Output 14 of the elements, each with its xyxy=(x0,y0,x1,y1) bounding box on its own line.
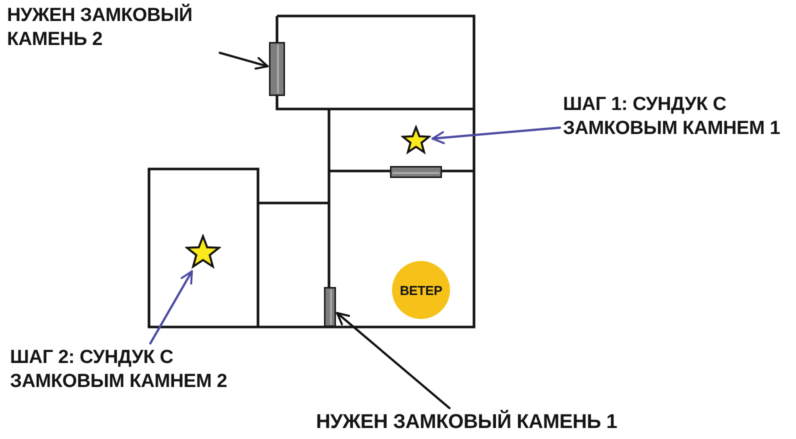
annotation-text: НУЖЕН ЗАМКОВЫЙ КАМЕНЬ 1 xyxy=(316,410,618,435)
annotation-text: ШАГ 1: СУНДУК С ЗАМКОВЫМ КАМНЕМ 1 xyxy=(563,93,796,141)
arrow xyxy=(336,312,451,410)
door-icon xyxy=(269,42,285,96)
star-icon xyxy=(401,125,431,155)
label-disc: ВЕТЕР xyxy=(392,261,450,319)
door-icon xyxy=(390,166,442,178)
arrow xyxy=(431,126,562,144)
annotation-text: НУЖЕН ЗАМКОВЫЙ КАМЕНЬ 2 xyxy=(7,4,257,52)
annotation-text: ШАГ 2: СУНДУК С ЗАМКОВЫМ КАМНЕМ 2 xyxy=(10,346,260,394)
star-icon xyxy=(185,234,221,270)
arrow xyxy=(218,52,269,70)
arrow xyxy=(149,270,193,344)
door-icon xyxy=(324,287,336,327)
